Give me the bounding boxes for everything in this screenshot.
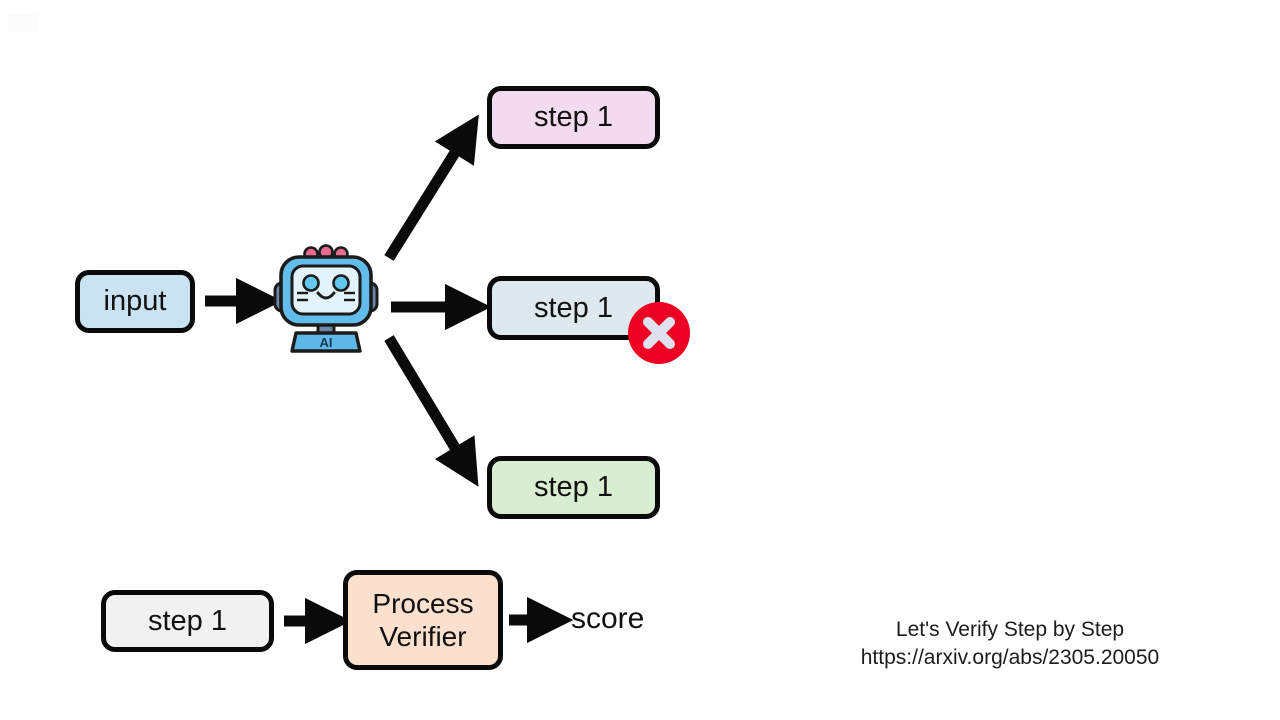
error-x-icon[interactable] bbox=[628, 302, 690, 364]
corner-artifact bbox=[8, 14, 38, 32]
arrow-robot-to-step-bottom bbox=[384, 335, 479, 487]
verifier-input-step-node[interactable]: step 1 bbox=[101, 590, 274, 652]
citation-title: Let's Verify Step by Step bbox=[895, 618, 1125, 641]
robot-ai-badge-label: AI bbox=[320, 335, 333, 350]
step-node-branch-2-label: step 1 bbox=[534, 291, 613, 324]
input-node[interactable]: input bbox=[75, 270, 195, 333]
step-node-branch-3-label: step 1 bbox=[534, 471, 613, 504]
step-node-branch-1-label: step 1 bbox=[534, 101, 613, 134]
arrow-robot-to-step-top bbox=[384, 114, 479, 261]
process-verifier-label-line1: Process bbox=[372, 587, 474, 619]
input-node-label: input bbox=[103, 285, 167, 318]
step-node-branch-3[interactable]: step 1 bbox=[487, 456, 660, 519]
step-node-branch-1[interactable]: step 1 bbox=[487, 86, 660, 149]
score-output-label: score bbox=[571, 602, 645, 635]
citation-url[interactable]: https://arxiv.org/abs/2305.20050 bbox=[860, 646, 1160, 670]
ai-robot-icon[interactable]: AI bbox=[270, 243, 382, 355]
process-verifier-label-line2: Verifier bbox=[379, 621, 467, 652]
verifier-input-step-label: step 1 bbox=[148, 604, 227, 637]
process-verifier-node[interactable]: Process Verifier bbox=[343, 570, 503, 670]
citation: Let's Verify Step by Step https://arxiv.… bbox=[780, 616, 1240, 673]
